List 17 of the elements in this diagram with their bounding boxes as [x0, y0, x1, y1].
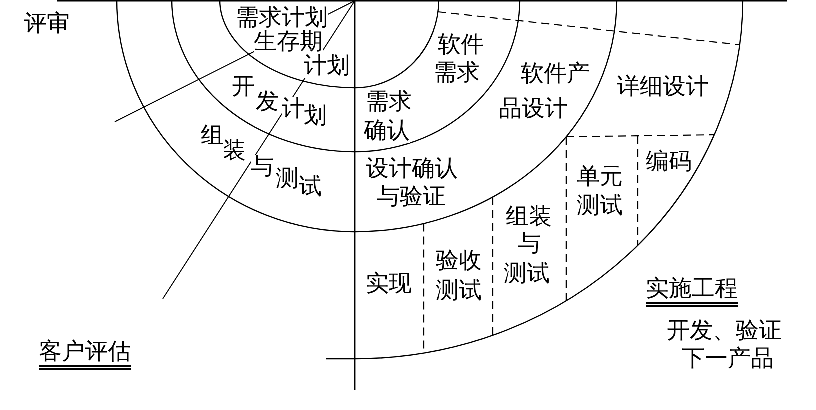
quadrant-heading: 实施工程 — [646, 277, 738, 307]
quadrant-label: 评审 — [24, 12, 70, 36]
phase-label: 单元测试 — [577, 165, 623, 218]
phase-label: 详细设计 — [617, 75, 709, 99]
phase-label: 软件产品设计 — [499, 62, 590, 121]
quadrant-heading: 客户评估 — [39, 340, 131, 370]
phase-label: 软件需求 — [434, 33, 484, 85]
phase-label: 设计确认与验证 — [366, 157, 458, 209]
phase-label: 编码 — [646, 150, 692, 174]
phase-label: 需求计划 — [236, 6, 328, 30]
phase-label: 需求确认 — [364, 90, 412, 143]
quadrant-description: 开发、验证下一产品 — [667, 319, 782, 371]
phase-label: 开发计划 — [232, 75, 327, 128]
phase-label: 实现 — [366, 272, 412, 296]
phase-label: 组装与测试 — [504, 205, 552, 286]
phase-label: 生存期计划 — [254, 30, 350, 78]
phase-label: 验收测试 — [436, 249, 482, 303]
